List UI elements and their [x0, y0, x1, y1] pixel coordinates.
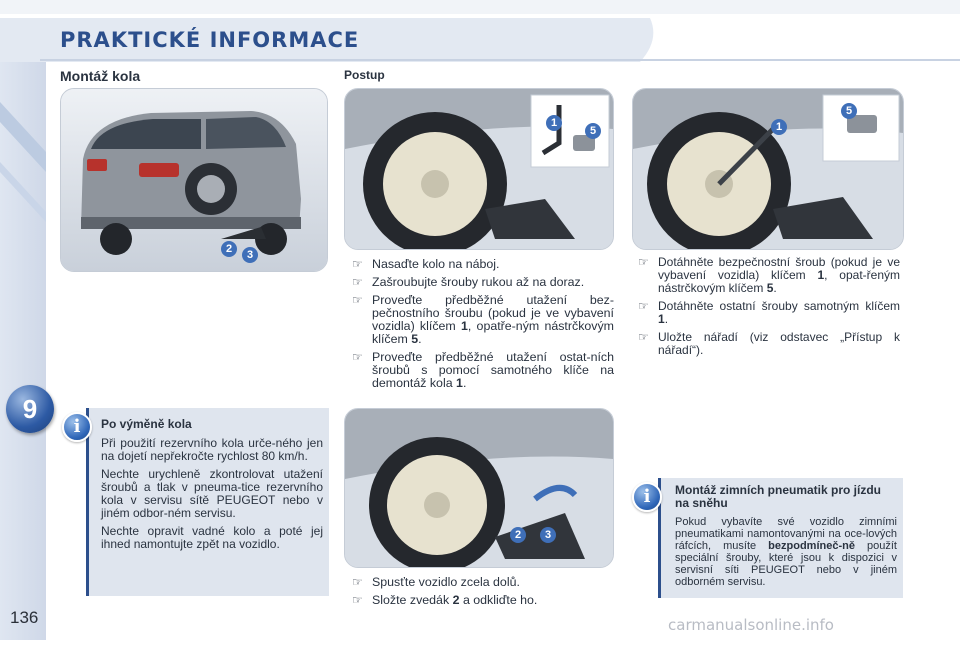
page-title: PRAKTICKÉ INFORMACE — [60, 28, 360, 52]
step-item: ☞Zašroubujte šrouby rukou až na doraz. — [352, 275, 585, 289]
header-band — [0, 0, 960, 62]
info-icon: i — [62, 412, 92, 442]
step-item: ☞Proveďte předběžné utažení ostat-ních š… — [352, 350, 614, 390]
steps-list-a: ☞Nasaďte kolo na náboj. ☞Zašroubujte šro… — [352, 258, 614, 395]
info-text: Při použití rezervního kola urče-ného je… — [101, 436, 323, 463]
step-item: ☞Složte zvedák 2 a odkliďte ho. — [352, 593, 538, 607]
info-text: Nechte opravit vadné kolo a poté jej ihn… — [101, 524, 323, 551]
info-title: Montáž zimních pneumatik pro jízdu na sn… — [675, 483, 882, 510]
callout-5b: 5 — [841, 103, 857, 119]
info-text: Pokud vybavíte své vozidlo zimními pneum… — [675, 516, 897, 588]
callout-3b: 3 — [540, 527, 556, 543]
info-box-winter-tyres: Montáž zimních pneumatik pro jízdu na sn… — [658, 478, 903, 598]
callout-1b: 1 — [771, 119, 787, 135]
callout-3: 3 — [242, 247, 258, 263]
procedure-title: Postup — [344, 68, 385, 82]
page-number: 136 — [10, 608, 39, 627]
bullet-icon: ☞ — [352, 575, 363, 589]
step-item: ☞Spusťte vozidlo zcela dolů. — [352, 575, 520, 589]
step-item: ☞Proveďte předběžné utažení bez-pečnostn… — [352, 293, 614, 346]
bullet-icon: ☞ — [352, 350, 363, 364]
side-strip — [0, 62, 46, 640]
chapter-number: 9 — [22, 394, 38, 424]
lowering-photo: 2 3 — [344, 408, 614, 568]
step-item: ☞Dotáhněte ostatní šrouby samotným klíče… — [638, 299, 900, 326]
info-icon: i — [632, 482, 662, 512]
steps-list-c: ☞Spusťte vozidlo zcela dolů. ☞Složte zve… — [352, 576, 614, 612]
bullet-icon: ☞ — [638, 255, 649, 269]
wheel-tighten-photo: 1 5 — [632, 88, 904, 250]
bullet-icon: ☞ — [352, 275, 363, 289]
car-jack-photo: 2 3 — [60, 88, 328, 272]
info-text: Nechte urychleně zkontrolovat utažení šr… — [101, 467, 323, 520]
watermark: carmanualsonline.info — [668, 616, 834, 634]
info-title: Po výměně kola — [101, 417, 192, 431]
bullet-icon: ☞ — [352, 293, 363, 307]
wheel-bolts-photo: 1 5 — [344, 88, 614, 250]
step-item: ☞Uložte nářadí (viz odstavec „Přístup k … — [638, 330, 900, 357]
step-item: ☞Dotáhněte bezpečnostní šroub (pokud je … — [638, 255, 900, 295]
steps-list-b: ☞Dotáhněte bezpečnostní šroub (pokud je … — [638, 256, 900, 362]
callout-5: 5 — [585, 123, 601, 139]
section-title: Montáž kola — [60, 68, 141, 84]
bullet-icon: ☞ — [638, 330, 649, 344]
callout-2: 2 — [221, 241, 237, 257]
callout-2b: 2 — [510, 527, 526, 543]
chapter-badge[interactable]: 9 — [6, 385, 54, 433]
bullet-icon: ☞ — [352, 257, 363, 271]
step-item: ☞Nasaďte kolo na náboj. — [352, 257, 500, 271]
info-box-after-change: Po výměně kola Při použití rezervního ko… — [86, 408, 329, 596]
bullet-icon: ☞ — [352, 593, 363, 607]
callout-1: 1 — [546, 115, 562, 131]
bullet-icon: ☞ — [638, 299, 649, 313]
